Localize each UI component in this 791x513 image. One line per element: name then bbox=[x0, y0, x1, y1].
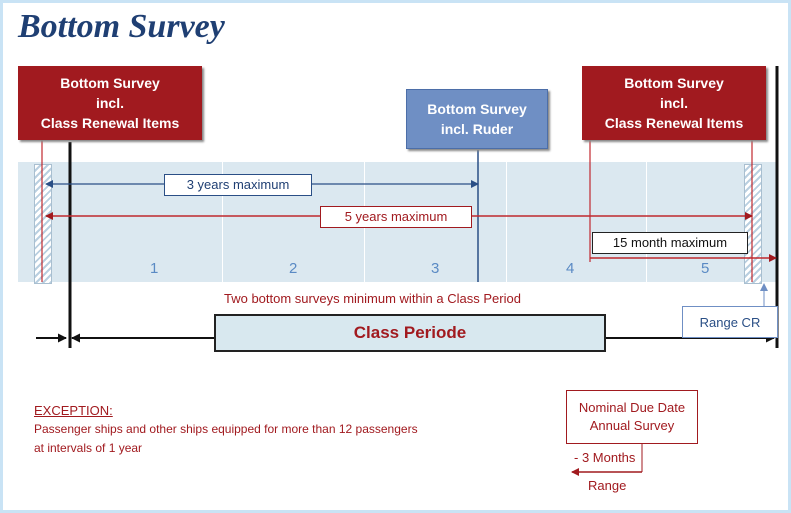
year-number-5: 5 bbox=[701, 260, 710, 277]
box-left-line3: Class Renewal Items bbox=[40, 115, 180, 131]
year-number-2: 2 bbox=[289, 260, 298, 277]
minus-3-months-label: - 3 Months bbox=[574, 450, 636, 465]
bottom-survey-left-box: Bottom Survey incl. Class Renewal Items bbox=[18, 66, 202, 140]
year-divider bbox=[506, 162, 507, 282]
box-left-line2: incl. bbox=[95, 95, 124, 111]
hatched-range-right bbox=[744, 164, 762, 284]
label-15-month: 15 month maximum bbox=[592, 232, 748, 254]
range-cr-box: Range CR bbox=[682, 306, 778, 338]
bottom-survey-right-box: Bottom Survey incl. Class Renewal Items bbox=[582, 66, 766, 140]
year-divider bbox=[222, 162, 223, 282]
year-number-4: 4 bbox=[566, 260, 575, 277]
box-right-line2: incl. bbox=[659, 95, 688, 111]
year-number-1: 1 bbox=[150, 260, 159, 277]
year-number-3: 3 bbox=[431, 260, 440, 277]
box-left-line1: Bottom Survey bbox=[60, 75, 160, 91]
exception-title: EXCEPTION: bbox=[34, 403, 113, 418]
box-mid-line2: incl. Ruder bbox=[440, 121, 514, 137]
label-5-years: 5 years maximum bbox=[320, 206, 472, 228]
nominal-line-2: Annual Survey bbox=[589, 418, 675, 433]
exception-line-1: Passenger ships and other ships equipped… bbox=[34, 422, 418, 436]
year-divider bbox=[646, 162, 647, 282]
class-periode-box: Class Periode bbox=[214, 314, 606, 352]
box-right-line3: Class Renewal Items bbox=[604, 115, 744, 131]
two-surveys-note: Two bottom surveys minimum within a Clas… bbox=[224, 291, 521, 306]
range-label: Range bbox=[588, 478, 627, 493]
nominal-due-date-box: Nominal Due Date Annual Survey bbox=[566, 390, 698, 444]
page-title: Bottom Survey bbox=[18, 8, 225, 45]
box-right-line1: Bottom Survey bbox=[624, 75, 724, 91]
exception-line-2: at intervals of 1 year bbox=[34, 441, 143, 455]
box-mid-line1: Bottom Survey bbox=[427, 101, 527, 117]
nominal-line-1: Nominal Due Date bbox=[578, 400, 686, 415]
hatched-range-left bbox=[34, 164, 52, 284]
label-3-years: 3 years maximum bbox=[164, 174, 312, 196]
bottom-survey-ruder-box: Bottom Survey incl. Ruder bbox=[406, 89, 548, 149]
